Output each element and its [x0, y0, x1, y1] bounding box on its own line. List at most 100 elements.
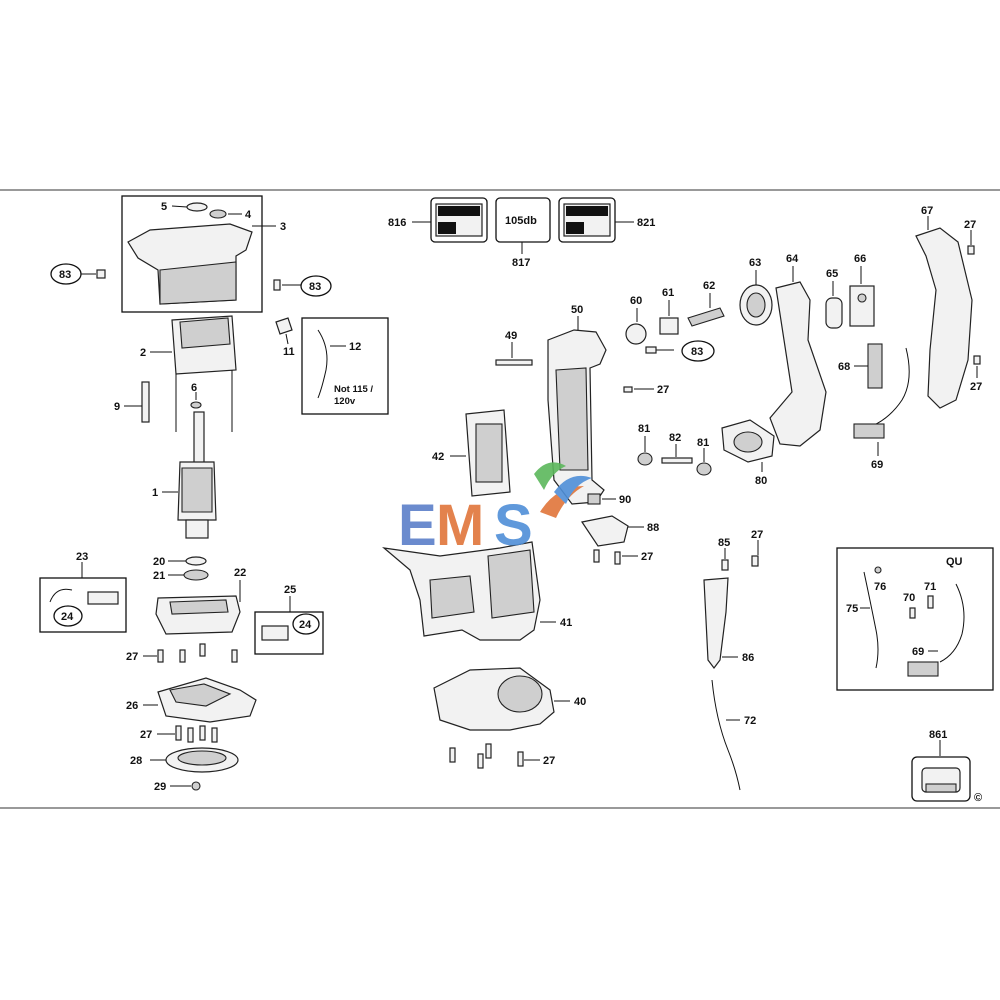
label-68: 68 [838, 361, 850, 373]
label-69-qu: 69 [912, 646, 924, 658]
label-62: 62 [703, 280, 715, 292]
label-29: 29 [154, 781, 166, 793]
ring-part-21 [183, 569, 209, 581]
label-817: 817 [512, 257, 530, 269]
label-81-left: 81 [638, 423, 650, 435]
cable-part-69 [871, 347, 910, 427]
label-60: 60 [630, 295, 642, 307]
screw-part-29 [191, 781, 201, 791]
label-63: 63 [749, 257, 761, 269]
screw-part-49 [495, 359, 533, 366]
bolt-part-82 [661, 457, 693, 464]
screw-83-center [273, 279, 281, 291]
cable-part-69-qu [939, 583, 965, 663]
label-76: 76 [874, 581, 886, 593]
cable-part-75 [863, 571, 879, 669]
label-23: 23 [76, 551, 88, 563]
label-6: 6 [191, 382, 197, 394]
label-81-right: 81 [697, 437, 709, 449]
label-71: 71 [924, 581, 936, 593]
cover-part-66 [849, 285, 875, 327]
label-4: 4 [245, 209, 252, 221]
cable-part-12 [317, 329, 328, 399]
label-27-a: 27 [126, 651, 138, 663]
label-83-left: 83 [59, 269, 71, 281]
label-24-left: 24 [61, 611, 74, 623]
voltage-note-line1: Not 115 / [334, 384, 373, 395]
label-49: 49 [505, 330, 517, 342]
cable-guard-part-86 [703, 577, 729, 669]
label-12: 12 [349, 341, 361, 353]
washer-part-5 [186, 202, 208, 212]
armature-shaft [193, 411, 205, 465]
label-plate-817 [495, 197, 551, 243]
callout-24-left [53, 605, 83, 627]
label-65: 65 [826, 268, 838, 280]
callout-24-right [292, 613, 320, 635]
copyright-mark: © [974, 792, 982, 804]
switch-part-90 [587, 493, 601, 505]
label-27-f: 27 [964, 219, 976, 231]
nut-part-81-left [637, 452, 653, 466]
clip-part-11 [275, 317, 293, 335]
label-40: 40 [574, 696, 586, 708]
label-72: 72 [744, 715, 756, 727]
screws-27-lower [175, 725, 218, 743]
label-861: 861 [929, 729, 947, 741]
qu-title: QU [946, 556, 963, 568]
label-11: 11 [283, 346, 295, 358]
label-27-e: 27 [641, 551, 653, 563]
label-50: 50 [571, 304, 583, 316]
db-rating: 105db [505, 215, 537, 227]
rear-handle-part-67 [915, 227, 973, 409]
label-64: 64 [786, 253, 799, 265]
label-85: 85 [718, 537, 730, 549]
label-83-center: 83 [309, 281, 321, 293]
gear-housing-box [121, 195, 263, 313]
label-plate-816 [430, 197, 488, 243]
label-70: 70 [903, 592, 915, 604]
washer-part-6 [190, 401, 202, 409]
switch-box-23 [39, 577, 127, 633]
label-67: 67 [921, 205, 933, 217]
callout-83-right [681, 340, 715, 362]
screws-27-base [449, 743, 524, 769]
label-2: 2 [140, 347, 146, 359]
bearing-part-4 [209, 209, 227, 219]
label-27-g: 27 [970, 381, 982, 393]
label-26: 26 [126, 700, 138, 712]
label-42: 42 [432, 451, 444, 463]
label-816: 816 [388, 217, 406, 229]
label-1: 1 [152, 487, 158, 499]
label-82: 82 [669, 432, 681, 444]
bearing-part-20 [185, 556, 207, 566]
clamp-part-61 [659, 317, 679, 335]
nut-part-81-right [696, 462, 712, 476]
label-61: 61 [662, 287, 674, 299]
label-plate-821 [558, 197, 616, 243]
label-3: 3 [280, 221, 286, 233]
switch-part-68 [867, 343, 883, 389]
label-9: 9 [114, 401, 120, 413]
qu-variant-box [836, 547, 994, 691]
kitbox-part-861 [911, 756, 971, 802]
watermark-leaf-icon [534, 462, 566, 490]
label-27-b: 27 [140, 729, 152, 741]
label-24-right: 24 [299, 619, 312, 631]
label-69-main: 69 [871, 459, 883, 471]
voltage-note-line2: 120v [334, 396, 356, 407]
watermark-e: E [398, 493, 437, 558]
screw-83-left [96, 269, 106, 279]
label-20: 20 [153, 556, 165, 568]
spring-part-62 [687, 307, 725, 327]
callout-83-center [300, 275, 332, 297]
label-41: 41 [560, 617, 572, 629]
brush-holder-part-9 [141, 381, 150, 423]
watermark-s: S [494, 493, 533, 558]
label-27-d: 27 [543, 755, 555, 767]
switch-box-25 [254, 611, 324, 655]
trigger-part-88 [581, 515, 629, 547]
label-66: 66 [854, 253, 866, 265]
label-21: 21 [153, 570, 165, 582]
